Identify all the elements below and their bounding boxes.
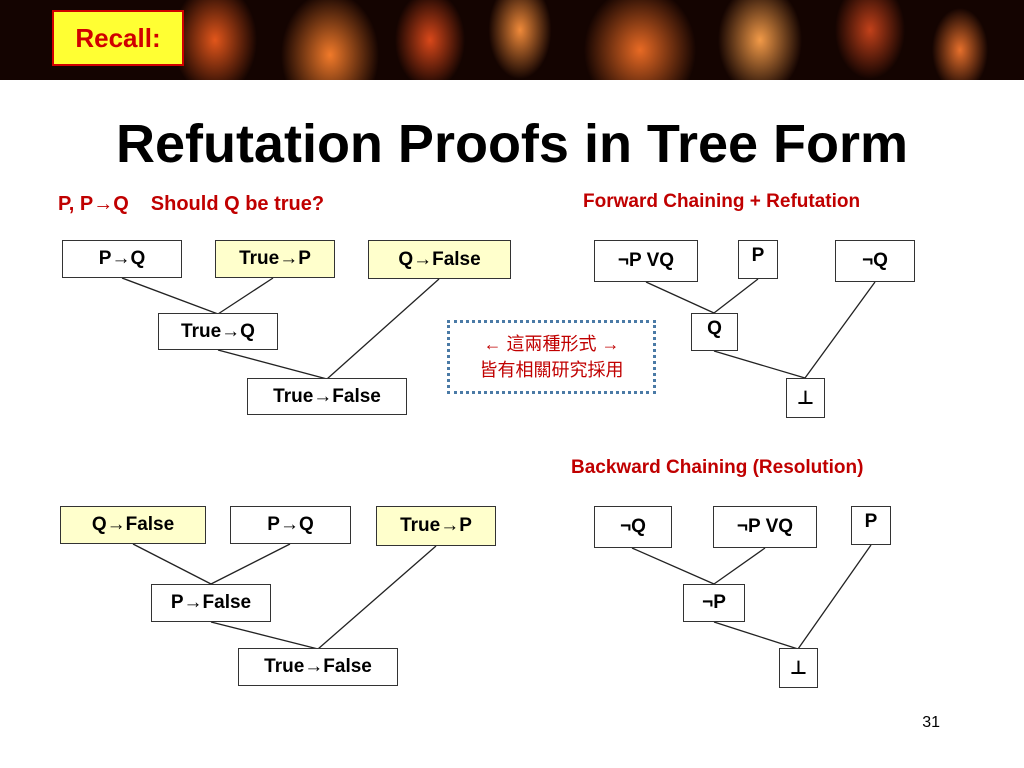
edge-bottom-3 (210, 621, 319, 650)
question-line: P, P→Q Should Q be true? (58, 190, 324, 218)
question-premises: P, P→Q (58, 193, 129, 215)
edge-bottom-1 (132, 543, 212, 585)
tree-top-node-p-implies-q: P→Q (62, 240, 182, 278)
backward-chaining-label: Backward Chaining (Resolution) (571, 457, 864, 478)
recall-badge: Recall: (52, 10, 184, 66)
tree-bottom-node-true-implies-p: True→P (376, 506, 496, 546)
edge-forward-2 (713, 278, 759, 314)
forward-node-contradiction: ⊥ (786, 378, 825, 418)
tree-bottom-node-true-implies-false: True→False (238, 648, 398, 686)
forward-node-not-q: ¬Q (835, 240, 915, 282)
forward-node-not-p-or-q: ¬P VQ (594, 240, 698, 282)
question-text: Should Q be true? (150, 193, 325, 215)
forward-node-p: P (738, 240, 778, 279)
edge-backward-1 (631, 547, 715, 585)
edge-top-3 (217, 349, 328, 380)
edge-backward-2 (713, 547, 766, 585)
edge-forward-1 (645, 281, 715, 314)
note-line-2: 皆有相關研究採用 (479, 360, 624, 380)
chinese-note-box: ← 這兩種形式 → 皆有相關研究採用 (447, 320, 656, 394)
tree-top-node-true-implies-q: True→Q (158, 313, 278, 350)
backward-node-not-p-or-q: ¬P VQ (713, 506, 817, 548)
tree-top-node-true-implies-false: True→False (247, 378, 407, 415)
edge-backward-3 (713, 621, 799, 650)
backward-node-not-q: ¬Q (594, 506, 672, 548)
backward-node-not-p: ¬P (683, 584, 745, 622)
backward-node-p: P (851, 506, 891, 545)
edge-backward-4 (797, 544, 872, 650)
backward-node-contradiction: ⊥ (779, 648, 818, 688)
tree-bottom-node-q-implies-false: Q→False (60, 506, 206, 544)
edge-top-1 (121, 277, 219, 315)
edge-top-4 (326, 278, 440, 380)
tree-top-node-true-implies-p: True→P (215, 240, 335, 278)
forward-node-q: Q (691, 313, 738, 351)
edge-forward-4 (804, 281, 876, 379)
edge-bottom-4 (317, 545, 437, 650)
page-number: 31 (922, 714, 940, 731)
tree-bottom-node-p-implies-q: P→Q (230, 506, 351, 544)
tree-top-node-q-implies-false: Q→False (368, 240, 511, 279)
edge-top-2 (217, 277, 274, 315)
edge-bottom-2 (210, 543, 291, 585)
edge-forward-3 (713, 350, 806, 379)
note-line-1: ← 這兩種形式 → (483, 334, 620, 354)
forward-chaining-label: Forward Chaining + Refutation (583, 191, 861, 212)
tree-bottom-node-p-implies-false: P→False (151, 584, 271, 622)
slide-title: Refutation Proofs in Tree Form (115, 114, 909, 174)
